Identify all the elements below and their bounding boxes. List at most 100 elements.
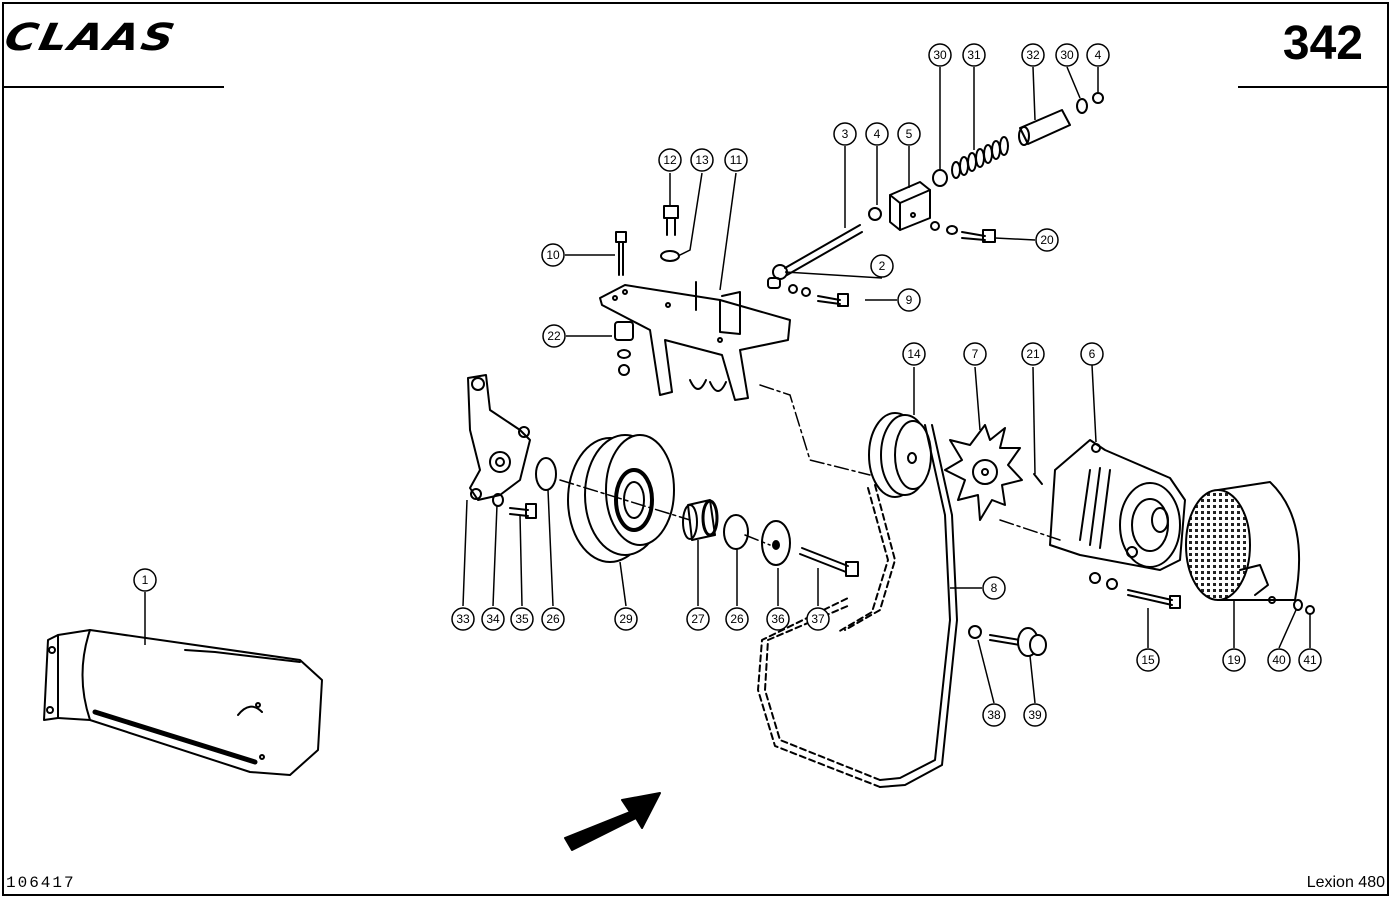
part-14-pulley	[868, 412, 932, 498]
callout-1: 1	[133, 568, 157, 592]
assembly-axes	[559, 384, 1061, 546]
callout-label: 30	[1060, 48, 1074, 62]
callout-label: 9	[906, 293, 913, 307]
callout-3: 3	[833, 122, 857, 146]
callout-label: 20	[1040, 233, 1054, 247]
part-26-circlip-2	[723, 514, 749, 550]
callout-13: 13	[690, 148, 714, 172]
callout-label: 38	[987, 708, 1001, 722]
part-12-bolt	[663, 205, 679, 236]
callout-35: 35	[510, 607, 534, 631]
part-15-bolt	[1089, 572, 1181, 609]
callout-label: 36	[771, 612, 785, 626]
part-22-spacer	[614, 321, 634, 376]
page-number: 342	[1282, 17, 1363, 70]
callout-37: 37	[806, 607, 830, 631]
callout-label: 13	[695, 153, 709, 167]
part-13-washer	[660, 250, 680, 262]
callout-label: 7	[972, 347, 979, 361]
callout-label: 12	[663, 153, 677, 167]
document-number: 106417	[6, 874, 76, 892]
callout-22: 22	[542, 324, 566, 348]
callout-label: 22	[547, 329, 561, 343]
callout-9: 9	[897, 288, 921, 312]
callout-27: 27	[686, 607, 710, 631]
part-32-sleeve	[1018, 109, 1071, 146]
part-27-bearing	[682, 499, 719, 541]
callout-label: 31	[967, 48, 981, 62]
callout-label: 5	[906, 127, 913, 141]
callout-label: 29	[619, 612, 633, 626]
part-21-key	[1033, 473, 1043, 485]
callout-7: 7	[963, 342, 987, 366]
part-38-nut	[968, 625, 982, 639]
part-6-alternator	[1049, 439, 1186, 571]
callout-19: 19	[1222, 648, 1246, 672]
callout-label: 11	[730, 153, 743, 167]
part-3-tension-rod	[772, 224, 863, 280]
callout-11: 11	[724, 148, 748, 172]
callout-label: 37	[811, 612, 825, 626]
part-39-bolt	[989, 627, 1047, 657]
callout-34: 34	[481, 607, 505, 631]
direction-arrow	[564, 792, 661, 851]
part-34-washer	[492, 493, 504, 507]
callout-label: 35	[515, 612, 529, 626]
callout-5: 5	[897, 122, 921, 146]
callout-2: 2	[870, 254, 894, 278]
part-10-bolt	[615, 231, 627, 276]
callout-label: 14	[907, 347, 921, 361]
callout-label: 4	[1095, 48, 1102, 62]
model-name: Lexion 480	[1306, 874, 1385, 891]
part-26-circlip	[535, 457, 557, 491]
callout-label: 26	[730, 612, 744, 626]
callout-10: 10	[541, 243, 565, 267]
callout-label: 10	[546, 248, 560, 262]
callout-label: 15	[1141, 653, 1155, 667]
callout-33: 33	[451, 607, 475, 631]
part-41-nut	[1305, 605, 1315, 615]
part-29-pulley	[567, 434, 675, 563]
callout-label: 6	[1089, 347, 1096, 361]
part-30-washer	[932, 169, 948, 187]
callout-label: 26	[546, 612, 560, 626]
part-4-nut-outer	[1092, 92, 1104, 104]
callout-label: 3	[842, 127, 849, 141]
callout-label: 21	[1026, 347, 1040, 361]
part-20-bolt	[930, 221, 996, 243]
callout-38: 38	[982, 703, 1006, 727]
part-35-bolt	[509, 503, 537, 519]
callout-label: 30	[933, 48, 947, 62]
callout-label: 40	[1272, 653, 1286, 667]
callout-30: 30	[1055, 43, 1079, 67]
header-rule-left	[2, 86, 224, 88]
callout-20: 20	[1035, 228, 1059, 252]
callout-14: 14	[902, 342, 926, 366]
part-40-washer	[1293, 599, 1303, 611]
callout-label: 4	[874, 127, 881, 141]
callout-6: 6	[1080, 342, 1104, 366]
callout-4: 4	[865, 122, 889, 146]
callout-39: 39	[1023, 703, 1047, 727]
callout-label: 32	[1026, 48, 1040, 62]
callout-26: 26	[541, 607, 565, 631]
part-5-block	[889, 181, 931, 231]
callout-label: 41	[1303, 653, 1317, 667]
part-7-fan	[944, 424, 1023, 521]
callout-12: 12	[658, 148, 682, 172]
callout-26: 26	[725, 607, 749, 631]
callout-40: 40	[1267, 648, 1291, 672]
callout-29: 29	[614, 607, 638, 631]
callout-label: 39	[1028, 708, 1042, 722]
callout-32: 32	[1021, 43, 1045, 67]
leader-lines	[144, 66, 1311, 704]
callout-label: 19	[1227, 653, 1241, 667]
callout-30: 30	[928, 43, 952, 67]
callout-label: 33	[456, 612, 470, 626]
part-2-sleeve	[767, 277, 849, 307]
callout-label: 1	[142, 573, 149, 587]
callout-8: 8	[982, 576, 1006, 600]
callout-label: 8	[991, 581, 998, 595]
